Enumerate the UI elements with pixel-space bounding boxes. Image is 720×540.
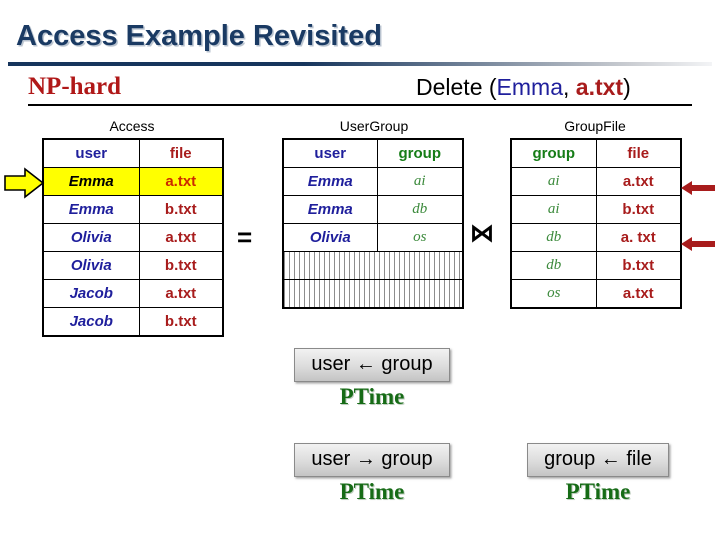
- column-header-file: file: [138, 138, 224, 168]
- cell-user: Olivia: [282, 223, 378, 252]
- ptime-label: PTime: [339, 479, 405, 504]
- cell-user: Olivia: [42, 251, 140, 280]
- delete-operation-expression: Delete (Emma, a.txt): [416, 74, 631, 101]
- ptime-annotation-group-from-file: group ← file PTime: [492, 443, 704, 505]
- cell-file: b.txt: [138, 251, 224, 280]
- operator-equals: =: [237, 222, 253, 252]
- column-header-user: user: [42, 138, 140, 168]
- cell-file: a.txt: [138, 167, 224, 196]
- cell-file: b.txt: [138, 307, 224, 337]
- cell-user: Emma: [282, 195, 378, 224]
- table-caption-usergroup: UserGroup: [339, 118, 409, 134]
- cell-group: db: [376, 195, 464, 224]
- cell-file: b.txt: [595, 251, 682, 280]
- ptime-label: PTime: [339, 384, 405, 409]
- cell-group: ai: [376, 167, 464, 196]
- title-divider: [8, 62, 712, 66]
- cell-user: Jacob: [42, 307, 140, 337]
- ptime-annotation-user-from-group: user ← group PTime: [262, 348, 482, 410]
- operator-natural-join: ⋈: [470, 220, 494, 247]
- subheader-divider: [28, 104, 692, 106]
- cell-user: Emma: [282, 167, 378, 196]
- cell-group: ai: [510, 167, 597, 196]
- complexity-label-np-hard: NP-hard: [28, 73, 122, 100]
- cell-file: b.txt: [138, 195, 224, 224]
- cell-group: os: [510, 279, 597, 309]
- delete-file-arg: a.txt: [575, 74, 624, 100]
- cell-file: a.txt: [595, 167, 682, 196]
- arrow-left-icon: [681, 181, 715, 195]
- cell-file: a.txt: [138, 279, 224, 308]
- ptime-label: PTime: [565, 479, 631, 504]
- column-header-group: group: [376, 138, 464, 168]
- dependency-box-user-to-group[interactable]: user → group: [294, 443, 450, 477]
- cell-file: a.txt: [138, 223, 224, 252]
- cell-group: db: [510, 251, 597, 280]
- dependency-box-user-from-group[interactable]: user ← group: [294, 348, 450, 382]
- cell-group: ai: [510, 195, 597, 224]
- cell-user: Jacob: [42, 279, 140, 308]
- delete-suffix: ): [623, 74, 631, 100]
- ptime-annotation-user-to-group: user → group PTime: [262, 443, 482, 505]
- delete-user-arg: Emma: [496, 74, 563, 100]
- column-header-group: group: [510, 138, 597, 168]
- table-caption-access: Access: [109, 118, 155, 134]
- delete-separator: ,: [563, 74, 576, 100]
- arrow-right-block-icon: [4, 167, 45, 199]
- cell-file: a.txt: [595, 279, 682, 309]
- cell-file: a. txt: [595, 223, 682, 252]
- dependency-box-group-from-file[interactable]: group ← file: [527, 443, 669, 477]
- table-filler-row: [282, 279, 464, 309]
- page-title: Access Example Revisited: [16, 20, 382, 52]
- table-caption-groupfile: GroupFile: [564, 118, 626, 134]
- column-header-user: user: [282, 138, 378, 168]
- column-header-file: file: [595, 138, 682, 168]
- arrow-left-icon: [681, 237, 715, 251]
- cell-group: os: [376, 223, 464, 252]
- cell-group: db: [510, 223, 597, 252]
- striped-placeholder-cell: [282, 251, 464, 280]
- striped-placeholder-cell: [282, 279, 464, 309]
- cell-user: Olivia: [42, 223, 140, 252]
- cell-file: b.txt: [595, 195, 682, 224]
- cell-user: Emma: [42, 195, 140, 224]
- cell-user: Emma: [42, 167, 140, 196]
- table-filler-row: [282, 251, 464, 280]
- delete-prefix: Delete (: [416, 74, 497, 100]
